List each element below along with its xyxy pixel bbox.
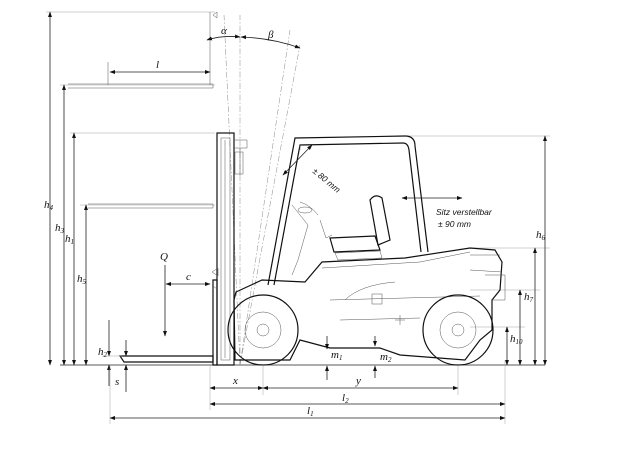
label-m1: m1	[331, 349, 342, 362]
label-m2: m2	[380, 351, 392, 364]
label-h5: h5	[77, 273, 87, 286]
label-l2: l2	[342, 392, 349, 405]
horizontal-dimensions	[109, 70, 506, 424]
adjustment-arrows	[282, 144, 463, 200]
note-seat-travel: ± 90 mm	[438, 219, 471, 229]
ground-clearance-markers	[325, 336, 377, 380]
mast	[216, 132, 248, 366]
label-h7: h7	[524, 291, 534, 304]
label-x: x	[232, 375, 238, 387]
label-l: l	[156, 59, 159, 71]
note-cab-travel: ± 80 mm	[311, 166, 343, 195]
note-seat-title: Sitz verstellbar	[436, 207, 493, 217]
label-h10: h10	[510, 333, 523, 346]
right-height-dimensions	[505, 135, 547, 366]
seat-and-steering	[291, 195, 391, 276]
label-h2: h2	[98, 346, 108, 359]
label-h4: h4	[44, 199, 54, 212]
label-y: y	[355, 375, 361, 387]
label-s: s	[115, 376, 119, 388]
label-c: c	[186, 271, 191, 283]
left-height-dimensions	[48, 11, 128, 392]
label-l1: l1	[307, 405, 314, 418]
label-beta: β	[267, 29, 274, 41]
label-Q: Q	[160, 251, 168, 263]
fork	[118, 267, 219, 366]
height-extension-lines	[46, 11, 550, 328]
label-alpha: α	[221, 25, 227, 37]
label-h6: h6	[536, 229, 546, 242]
fork-raised-ghosts	[68, 11, 218, 209]
label-h1: h1	[65, 233, 74, 246]
overhead-guard	[267, 135, 429, 286]
truck-body	[233, 247, 506, 361]
label-h3: h3	[55, 222, 65, 235]
rear-wheel	[422, 294, 494, 366]
